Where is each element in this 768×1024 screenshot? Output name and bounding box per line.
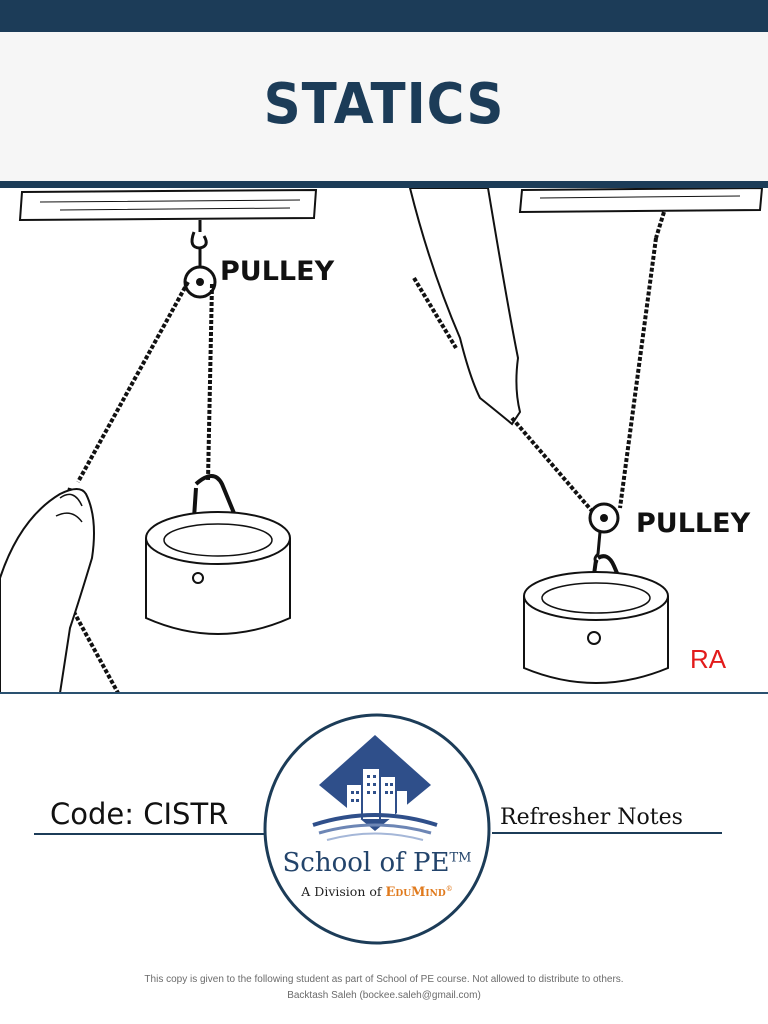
course-code-underline [34, 833, 266, 835]
right-rope-pull [510, 416, 600, 520]
title-band [0, 32, 768, 181]
right-rope-fixed [618, 237, 658, 509]
left-hand [0, 488, 95, 694]
left-ceiling-beam [18, 188, 318, 222]
footer-line-2: Backtash Saleh (bockee.saleh@gmail.com) [287, 990, 481, 1001]
illustration-bottom-border [0, 692, 768, 694]
right-ceiling-beam [518, 188, 764, 214]
course-code: Code: CISTR [50, 797, 229, 831]
logo-wordmark: School of PETM [263, 848, 491, 878]
left-rope-load [206, 283, 214, 481]
ra-mark: RA [690, 644, 727, 674]
logo-division-prefix: A Division of [301, 884, 382, 899]
logo-name: School of PE [282, 848, 450, 878]
pulley-illustration: PULLEY PULLEY RA [0, 188, 764, 694]
logo-trademark: TM [449, 850, 472, 866]
right-bucket [523, 571, 669, 684]
footer-line-1: This copy is given to the following stud… [144, 974, 624, 985]
left-hook [190, 220, 208, 250]
right-scene: PULLEY RA [408, 188, 764, 684]
top-bar [0, 0, 768, 32]
left-scene: PULLEY [0, 188, 335, 694]
title-band-divider [0, 181, 768, 188]
left-pulley-label: PULLEY [220, 256, 335, 287]
footer-notice: This copy is given to the following stud… [0, 972, 768, 1004]
logo-division-brand: EduMind [385, 885, 446, 900]
logo-division-line: A Division of EduMind® [263, 884, 491, 900]
refresher-notes-underline [492, 832, 722, 834]
page-title: STATICS [263, 72, 505, 137]
refresher-notes-label: Refresher Notes [500, 805, 683, 830]
logo-registered-mark: ® [445, 884, 453, 893]
right-pulley-label: PULLEY [636, 508, 751, 539]
left-bucket [145, 511, 291, 635]
school-of-pe-logo [263, 713, 491, 945]
left-rope-pull [76, 281, 190, 483]
right-arm [408, 188, 522, 426]
